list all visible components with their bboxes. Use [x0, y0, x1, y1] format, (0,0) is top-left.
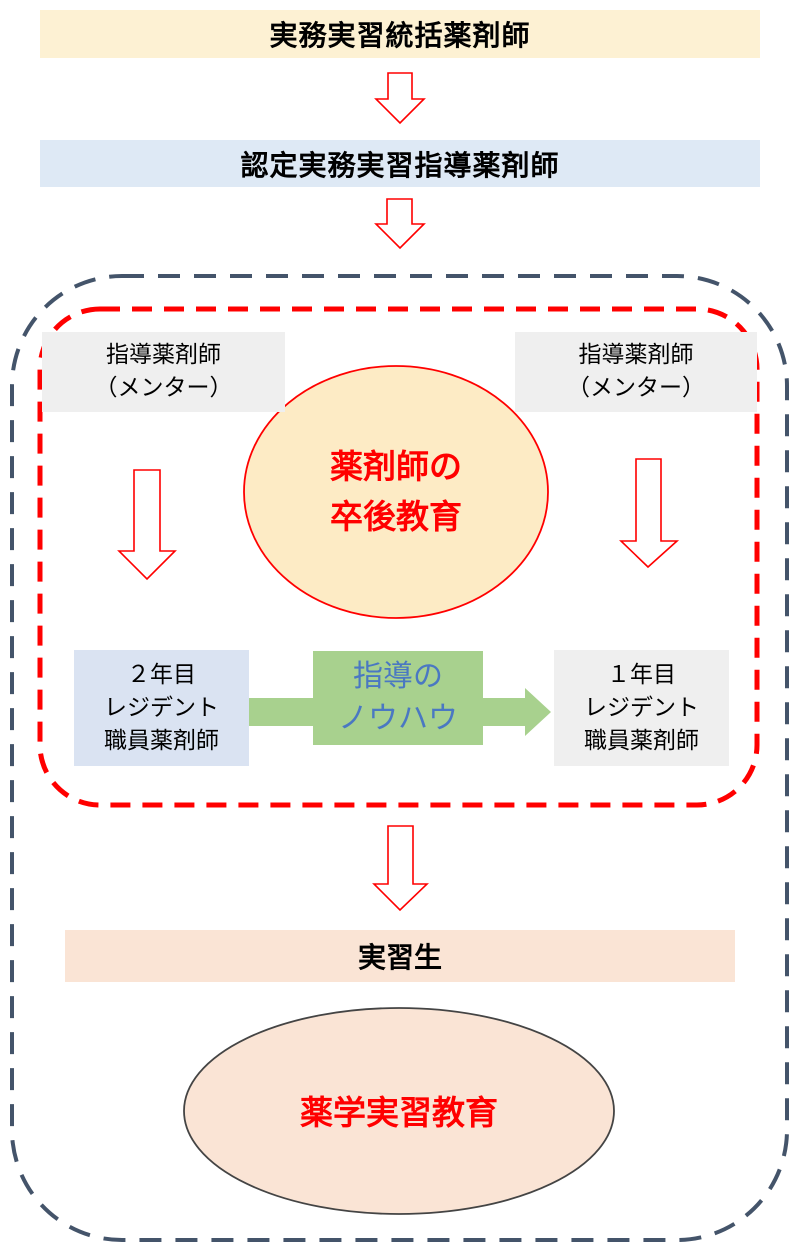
mentor-right-line2: （メンター）	[567, 375, 705, 401]
student-label: 実習生	[357, 941, 442, 974]
mentor-left-line1: 指導薬剤師	[106, 342, 221, 368]
resident-year2-line3: 職員薬剤師	[104, 727, 219, 754]
mentor-left-box: 指導薬剤師 （メンター）	[42, 332, 285, 412]
bottom-ellipse-label: 薬学実習教育	[300, 1093, 498, 1132]
center-ellipse	[243, 365, 549, 619]
outer-dashed-frame	[10, 274, 789, 1242]
bottom-ellipse	[183, 1007, 615, 1215]
bottom-ellipse-text: 薬学実習教育	[184, 1080, 614, 1140]
resident-year2-box: ２年目 レジデント 職員薬剤師	[74, 650, 249, 766]
resident-year2-line1: ２年目	[127, 661, 196, 688]
top-role-label: 実務実習統括薬剤師	[269, 19, 531, 52]
center-ellipse-line2: 卒後教育	[330, 497, 462, 536]
mentor-right-line1: 指導薬剤師	[578, 342, 694, 368]
mentor-right-box: 指導薬剤師 （メンター）	[515, 332, 757, 412]
arrow-down-left-mentor	[117, 469, 177, 581]
inner-dashed-frame	[37, 306, 760, 808]
second-role-box: 認定実務実習指導薬剤師	[40, 140, 760, 187]
resident-year1-line2: レジデント	[584, 694, 699, 721]
arrow-down-to-students	[372, 825, 429, 912]
knowhow-line2: ノウハウ	[338, 701, 458, 736]
arrow-down-1	[374, 72, 426, 125]
knowhow-line1: 指導の	[353, 659, 443, 694]
resident-year1-line1: １年目	[607, 661, 676, 688]
arrow-down-2	[374, 198, 426, 250]
center-ellipse-text: 薬剤師の 卒後教育	[244, 440, 548, 544]
second-role-label: 認定実務実習指導薬剤師	[240, 148, 560, 182]
resident-year1-line3: 職員薬剤師	[584, 727, 699, 754]
mentor-left-line2: （メンター）	[94, 375, 233, 401]
resident-year1-box: １年目 レジデント 職員薬剤師	[554, 650, 729, 766]
knowhow-box: 指導の ノウハウ	[313, 651, 483, 745]
center-ellipse-line1: 薬剤師の	[330, 447, 462, 486]
top-role-box: 実務実習統括薬剤師	[40, 10, 760, 58]
arrow-down-right-mentor	[619, 458, 680, 569]
resident-year2-line2: レジデント	[104, 694, 219, 721]
student-box: 実習生	[65, 930, 735, 982]
